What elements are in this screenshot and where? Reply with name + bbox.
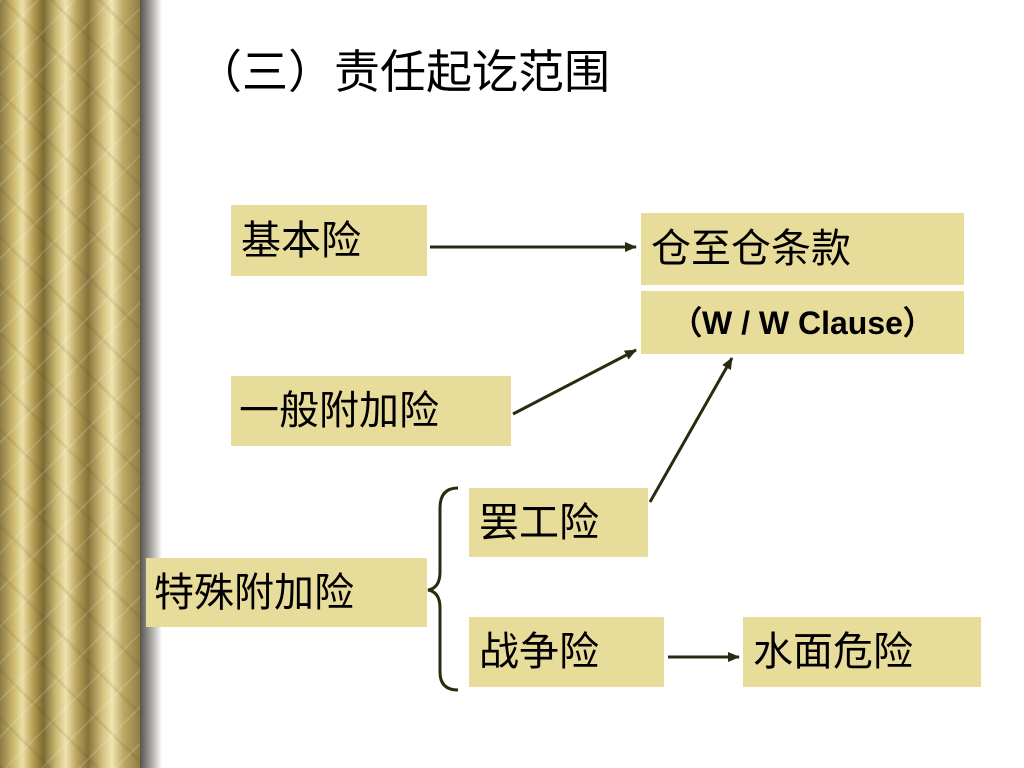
warehouse-clause-english-box: （W / W Clause）	[641, 291, 964, 354]
arrow-strike-to-clause	[648, 357, 734, 503]
curly-brace	[427, 486, 459, 692]
strike-insurance-box: 罢工险	[469, 488, 648, 557]
slide-title: （三）责任起讫范围	[196, 45, 610, 99]
water-risk-box: 水面危险	[743, 617, 981, 687]
war-insurance-box: 战争险	[469, 617, 664, 687]
basic-insurance-box: 基本险	[231, 205, 427, 276]
arrow-general-to-clause	[512, 348, 637, 416]
decorative-column	[0, 0, 140, 768]
special-additional-box: 特殊附加险	[146, 558, 427, 627]
general-additional-box: 一般附加险	[231, 376, 511, 446]
warehouse-clause-box: 仓至仓条款	[641, 213, 964, 285]
